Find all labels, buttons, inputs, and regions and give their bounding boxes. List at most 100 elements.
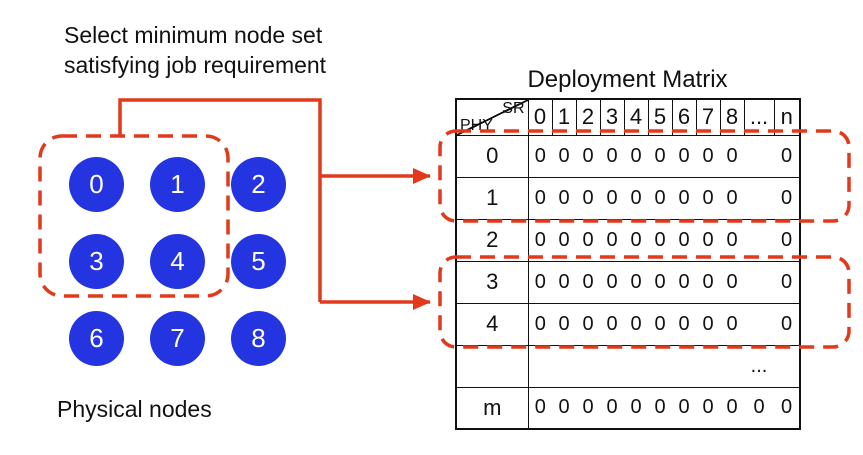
matrix-cell: 0 bbox=[576, 176, 600, 220]
matrix-cell: 0 bbox=[648, 386, 672, 430]
matrix-col-header-5: 5 bbox=[647, 98, 673, 136]
matrix-col-header-1: 1 bbox=[551, 98, 577, 136]
matrix-cell: 0 bbox=[720, 386, 744, 430]
matrix-cell: 0 bbox=[696, 386, 720, 430]
physical-node-0: 0 bbox=[69, 157, 124, 212]
matrix-cell bbox=[744, 302, 774, 346]
matrix-cell: 0 bbox=[774, 218, 800, 262]
matrix-cell: 0 bbox=[576, 218, 600, 262]
matrix-cell: 0 bbox=[576, 260, 600, 304]
matrix-corner-cell: SR PHY bbox=[455, 98, 529, 136]
matrix-cell: 0 bbox=[528, 386, 552, 430]
matrix-cell: 0 bbox=[648, 218, 672, 262]
matrix-cell: 0 bbox=[552, 260, 576, 304]
matrix-cell: 0 bbox=[744, 386, 774, 430]
matrix-cell: 0 bbox=[672, 386, 696, 430]
matrix-cell: 0 bbox=[720, 176, 744, 220]
matrix-cell: 0 bbox=[624, 176, 648, 220]
matrix-cell: 0 bbox=[720, 218, 744, 262]
annotation-line-2: satisfying job requirement bbox=[64, 52, 327, 78]
matrix-cell: 0 bbox=[576, 386, 600, 430]
matrix-cell bbox=[648, 344, 672, 388]
matrix-col-header-7: 7 bbox=[695, 98, 721, 136]
matrix-cell: 0 bbox=[648, 176, 672, 220]
matrix-cell: 0 bbox=[600, 176, 624, 220]
matrix-cell: 0 bbox=[696, 218, 720, 262]
matrix-row-header: 2 bbox=[455, 218, 529, 262]
matrix-row-header: 0 bbox=[455, 134, 529, 178]
matrix-cell: 0 bbox=[672, 176, 696, 220]
matrix-cell bbox=[720, 344, 744, 388]
matrix-cell: 0 bbox=[720, 134, 744, 178]
matrix-title: Deployment Matrix bbox=[527, 66, 728, 93]
matrix-cell: 0 bbox=[624, 134, 648, 178]
matrix-cell: 0 bbox=[648, 260, 672, 304]
matrix-cell bbox=[696, 344, 720, 388]
matrix-cell bbox=[576, 344, 600, 388]
matrix-col-header-n: n bbox=[773, 98, 801, 136]
matrix-cell: 0 bbox=[774, 260, 800, 304]
matrix-cell: ... bbox=[744, 344, 774, 388]
matrix-cell: 0 bbox=[696, 260, 720, 304]
matrix-col-header-3: 3 bbox=[599, 98, 625, 136]
matrix-cell: 0 bbox=[552, 218, 576, 262]
matrix-cell: 0 bbox=[672, 302, 696, 346]
physical-node-4: 4 bbox=[150, 234, 205, 289]
matrix-row-header: 1 bbox=[455, 176, 529, 220]
physical-node-8: 8 bbox=[231, 311, 286, 366]
matrix-cell: 0 bbox=[648, 302, 672, 346]
matrix-cell bbox=[774, 344, 800, 388]
matrix-cell: 0 bbox=[552, 386, 576, 430]
matrix-cell: 0 bbox=[774, 176, 800, 220]
matrix-cell: 0 bbox=[600, 134, 624, 178]
matrix-cell: 0 bbox=[600, 386, 624, 430]
matrix-cell: 0 bbox=[624, 218, 648, 262]
matrix-cell bbox=[600, 344, 624, 388]
matrix-cell: 0 bbox=[552, 302, 576, 346]
matrix-cell bbox=[744, 134, 774, 178]
corner-sr-label: SR bbox=[502, 100, 525, 117]
matrix-cell: 0 bbox=[552, 134, 576, 178]
matrix-cell bbox=[528, 344, 552, 388]
matrix-cell: 0 bbox=[528, 260, 552, 304]
matrix-col-header-4: 4 bbox=[623, 98, 649, 136]
matrix-cell: 0 bbox=[528, 218, 552, 262]
matrix-cell: 0 bbox=[672, 134, 696, 178]
matrix-cell: 0 bbox=[624, 302, 648, 346]
matrix-cell: 0 bbox=[624, 260, 648, 304]
matrix-cell: 0 bbox=[720, 302, 744, 346]
annotation-line-1: Select minimum node set bbox=[64, 22, 323, 48]
matrix-cell: 0 bbox=[774, 302, 800, 346]
matrix-cell bbox=[672, 344, 696, 388]
matrix-row-blank: ... bbox=[455, 344, 800, 388]
physical-node-6: 6 bbox=[69, 311, 124, 366]
matrix-cell: 0 bbox=[672, 218, 696, 262]
matrix-cell: 0 bbox=[576, 302, 600, 346]
matrix-col-header-2: 2 bbox=[575, 98, 601, 136]
corner-phy-label: PHY bbox=[460, 116, 493, 134]
matrix-col-header-0: 0 bbox=[527, 98, 553, 136]
matrix-cell: 0 bbox=[600, 218, 624, 262]
matrix-col-header-6: 6 bbox=[671, 98, 697, 136]
matrix-cell: 0 bbox=[528, 134, 552, 178]
matrix-cell: 0 bbox=[528, 302, 552, 346]
physical-node-7: 7 bbox=[150, 311, 205, 366]
matrix-cell: 0 bbox=[696, 302, 720, 346]
matrix-cell bbox=[744, 218, 774, 262]
matrix-cell bbox=[744, 176, 774, 220]
matrix-col-header-8: 8 bbox=[719, 98, 745, 136]
physical-node-2: 2 bbox=[231, 157, 286, 212]
annotation-text: Select minimum node set satisfying job r… bbox=[64, 20, 326, 80]
matrix-row-header: m bbox=[455, 386, 529, 430]
matrix-cell: 0 bbox=[696, 176, 720, 220]
matrix-row-header: 4 bbox=[455, 302, 529, 346]
matrix-cell: 0 bbox=[672, 260, 696, 304]
